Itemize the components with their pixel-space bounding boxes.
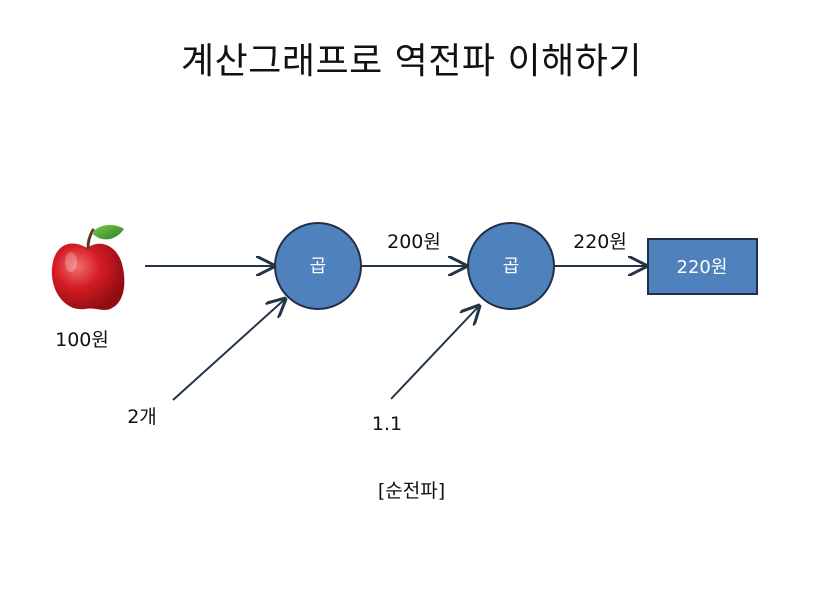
final-value-label: 220원 — [573, 231, 627, 253]
mul-node-2 — [467, 222, 555, 310]
mul-node-2-label: 곱 — [503, 256, 520, 277]
apple-count-label: 2개 — [127, 406, 157, 428]
edge-count-to-mul1 — [172, 299, 285, 401]
edge-tax-to-mul2 — [390, 306, 479, 400]
apple-price-label: 100원 — [55, 329, 109, 351]
forward-pass-caption: [순전파] — [377, 480, 446, 502]
output-box-label: 220원 — [677, 257, 728, 278]
mul-node-1 — [274, 222, 362, 310]
slide-title: 계산그래프로 역전파 이해하기 — [181, 41, 642, 82]
mul-node-1-label: 곱 — [310, 256, 327, 277]
apple-icon — [51, 224, 125, 310]
output-box — [647, 238, 758, 295]
tax-rate-label: 1.1 — [372, 413, 402, 435]
intermediate-value-label: 200원 — [387, 231, 441, 253]
